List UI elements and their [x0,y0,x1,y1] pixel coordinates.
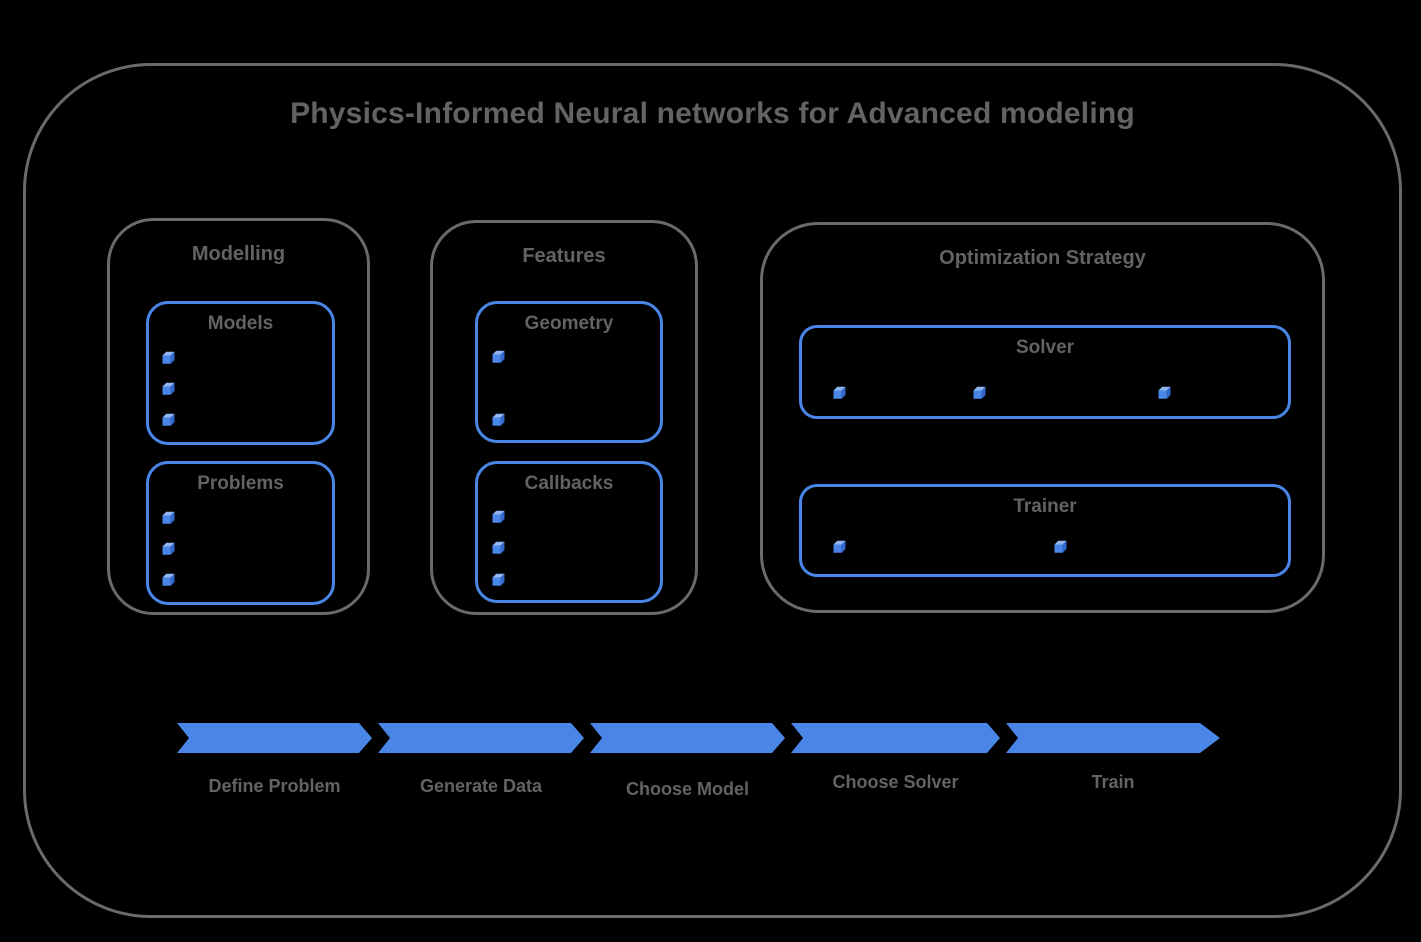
cube-bullet-icon [973,386,986,399]
section-optimization-strategy-title: Optimization Strategy [939,247,1146,269]
flow-chevron-train [1006,723,1220,753]
flow-step-label: Define Problem [208,776,341,796]
cube-bullet-icon [1054,540,1067,553]
flow-step-label: Generate Data [419,776,543,796]
section-features: Features Geometry Callbacks [430,220,698,615]
section-optimization-strategy: Optimization Strategy Solver Trainer [760,222,1325,613]
cube-bullet-icon [1158,386,1171,399]
group-callbacks: Callbacks [475,461,663,603]
group-trainer: Trainer [799,484,1291,577]
diagram-outer-frame [23,63,1402,918]
cube-bullet-icon [492,573,505,586]
section-features-title: Features [522,245,606,267]
process-flow-labels: Define Problem Generate Data Choose Mode… [177,771,1220,800]
flow-step-label: Train [1091,772,1135,792]
group-problems-title: Problems [197,473,284,494]
cube-bullet-icon [162,382,175,395]
cube-bullet-icon [492,541,505,554]
section-modelling-title: Modelling [191,243,286,265]
group-geometry: Geometry [475,301,663,443]
cube-bullet-icon [162,413,175,426]
cube-bullet-icon [492,350,505,363]
cube-bullet-icon [833,540,846,553]
diagram-title: Physics-Informed Neural networks for Adv… [290,97,1135,130]
cube-bullet-icon [492,510,505,523]
group-models-title: Models [207,313,274,334]
flow-chevron-define-problem [177,723,372,753]
cube-bullet-icon [833,386,846,399]
process-flow-arrow [177,723,1220,753]
group-problems: Problems [146,461,335,605]
flow-step-label: Choose Model [625,779,749,799]
cube-bullet-icon [492,413,505,426]
flow-chevron-choose-solver [791,723,1000,753]
group-callbacks-title: Callbacks [524,473,614,494]
cube-bullet-icon [162,351,175,364]
cube-bullet-icon [162,511,175,524]
group-geometry-title: Geometry [524,313,614,334]
cube-bullet-icon [162,573,175,586]
flow-step-label: Choose Solver [832,772,959,792]
flow-chevron-choose-model [590,723,785,753]
group-solver-title: Solver [1015,337,1075,358]
group-models: Models [146,301,335,445]
flow-chevron-generate-data [378,723,584,753]
cube-bullet-icon [162,542,175,555]
group-solver: Solver [799,325,1291,419]
section-modelling: Modelling Models Problems [107,218,370,615]
group-trainer-title: Trainer [1013,496,1077,517]
